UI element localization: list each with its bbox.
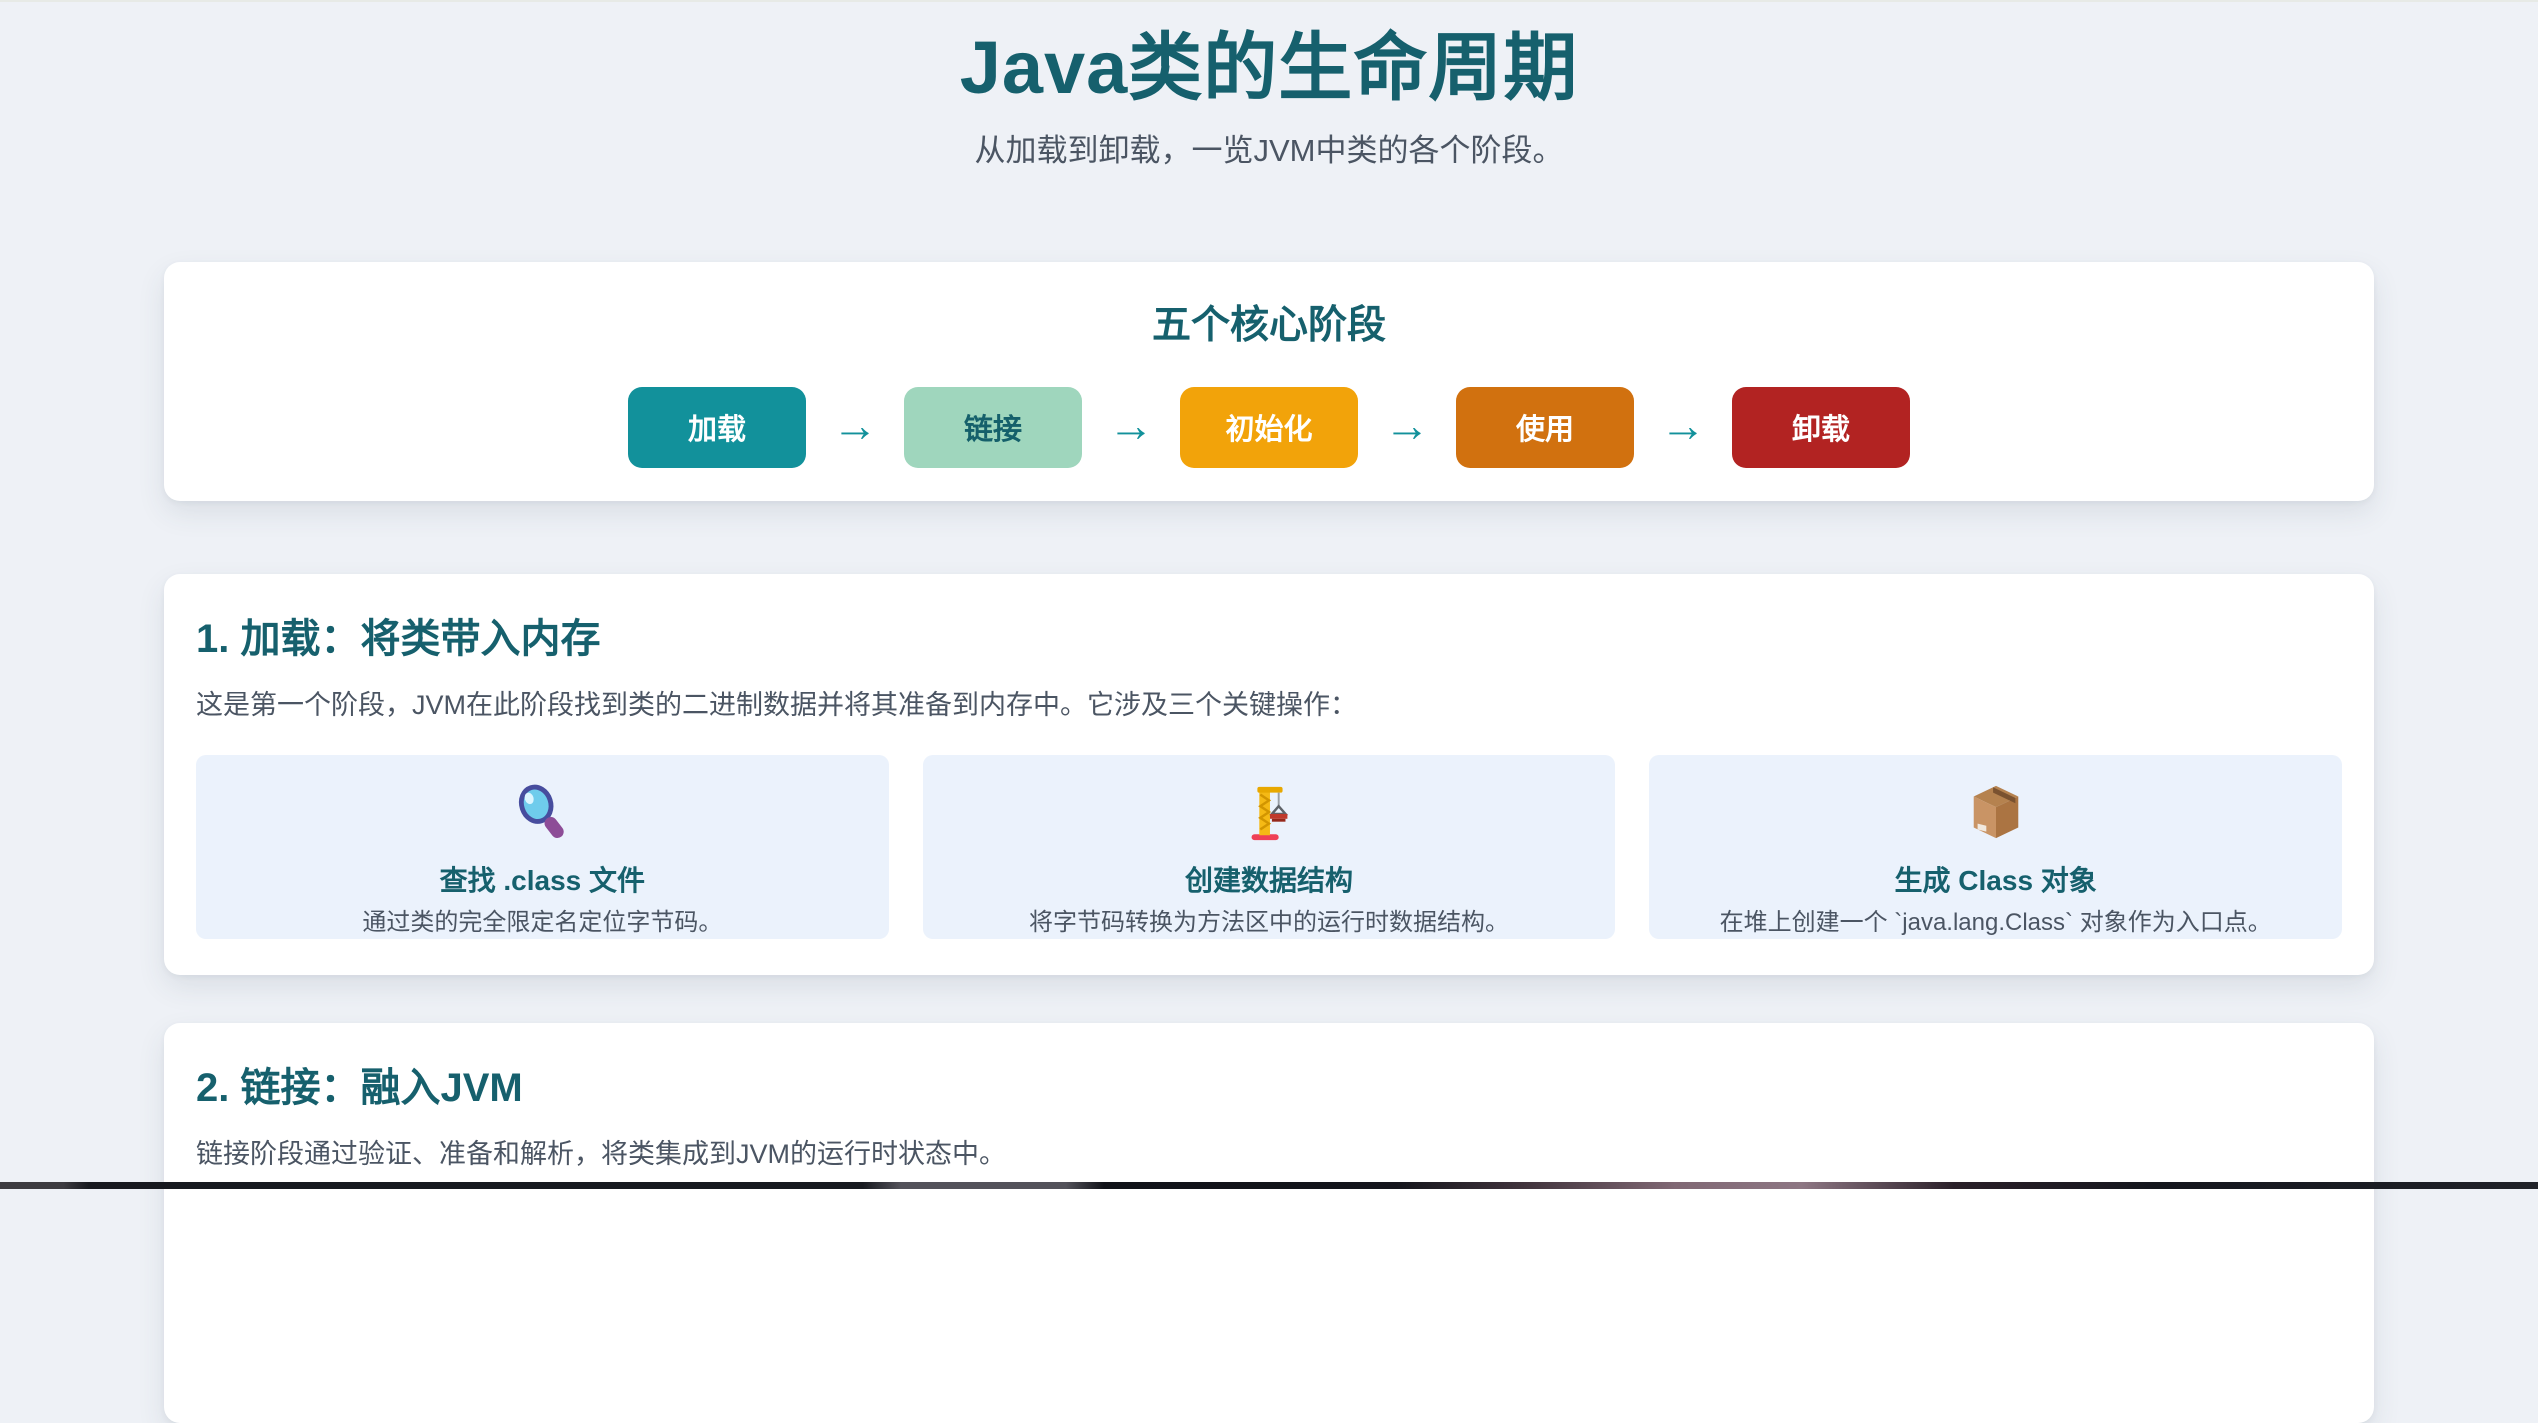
loading-phase-card: 1. 加载：将类带入内存 这是第一个阶段，JVM在此阶段找到类的二进制数据并将其… [164, 573, 2374, 975]
op-description: 将字节码转换为方法区中的运行时数据结构。 [1028, 908, 1509, 936]
stage-box-unloading: 卸载 [1732, 386, 1910, 468]
op-card-generate-class-object: 生成 Class 对象 在堆上创建一个 `java.lang.Class` 对象… [1649, 754, 2342, 939]
op-title: 生成 Class 对象 [1894, 864, 2097, 896]
cutoff-dark-strip [0, 1182, 2538, 1189]
linking-phase-description: 链接阶段通过验证、准备和解析，将类集成到JVM的运行时状态中。 [196, 1138, 1006, 1169]
loading-phase-heading: 1. 加载：将类带入内存 [196, 616, 601, 661]
right-arrow-icon: → [832, 399, 878, 452]
loading-phase-description: 这是第一个阶段，JVM在此阶段找到类的二进制数据并将其准备到内存中。它涉及三个关… [196, 689, 1357, 720]
main-content: 五个核心阶段 加载 → 链接 → 初始化 → 使用 → 卸载 1. 加载：将类带… [164, 261, 2374, 1423]
stage-box-loading: 加载 [628, 386, 806, 468]
magnifying-glass-icon [519, 784, 565, 838]
right-arrow-icon: → [1660, 399, 1706, 452]
stage-flow-diagram: 加载 → 链接 → 初始化 → 使用 → 卸载 [196, 386, 2342, 468]
page-subtitle: 从加载到卸载，一览JVM中类的各个阶段。 [974, 132, 1564, 168]
op-description: 通过类的完全限定名定位字节码。 [362, 908, 723, 936]
package-box-icon [1973, 785, 2018, 838]
op-title: 创建数据结构 [1184, 864, 1353, 896]
right-arrow-icon: → [1108, 399, 1154, 452]
op-card-create-data-structure: 创建数据结构 将字节码转换为方法区中的运行时数据结构。 [922, 754, 1616, 939]
linking-phase-card: 2. 链接：融入JVM 链接阶段通过验证、准备和解析，将类集成到JVM的运行时状… [164, 1022, 2374, 1423]
op-title: 查找 .class 文件 [439, 864, 646, 896]
op-description: 在堆上创建一个 `java.lang.Class` 对象作为入口点。 [1719, 908, 2272, 936]
stage-box-linking: 链接 [904, 386, 1082, 468]
linking-phase-heading: 2. 链接：融入JVM [196, 1065, 523, 1110]
stages-card: 五个核心阶段 加载 → 链接 → 初始化 → 使用 → 卸载 [164, 261, 2374, 501]
page-title: Java类的生命周期 [959, 26, 1579, 109]
op-card-find-class-file: 查找 .class 文件 通过类的完全限定名定位字节码。 [196, 754, 889, 939]
loading-operations-grid: 查找 .class 文件 通过类的完全限定名定位字节码。 创建数据结构 将字节码… [196, 754, 2342, 939]
stages-heading: 五个核心阶段 [1151, 303, 1386, 347]
stage-box-initialization: 初始化 [1180, 386, 1358, 468]
construction-crane-icon [1251, 786, 1289, 840]
stage-box-using: 使用 [1456, 386, 1634, 468]
right-arrow-icon: → [1384, 399, 1430, 452]
page-header: Java类的生命周期 从加载到卸载，一览JVM中类的各个阶段。 [0, 2, 2538, 172]
